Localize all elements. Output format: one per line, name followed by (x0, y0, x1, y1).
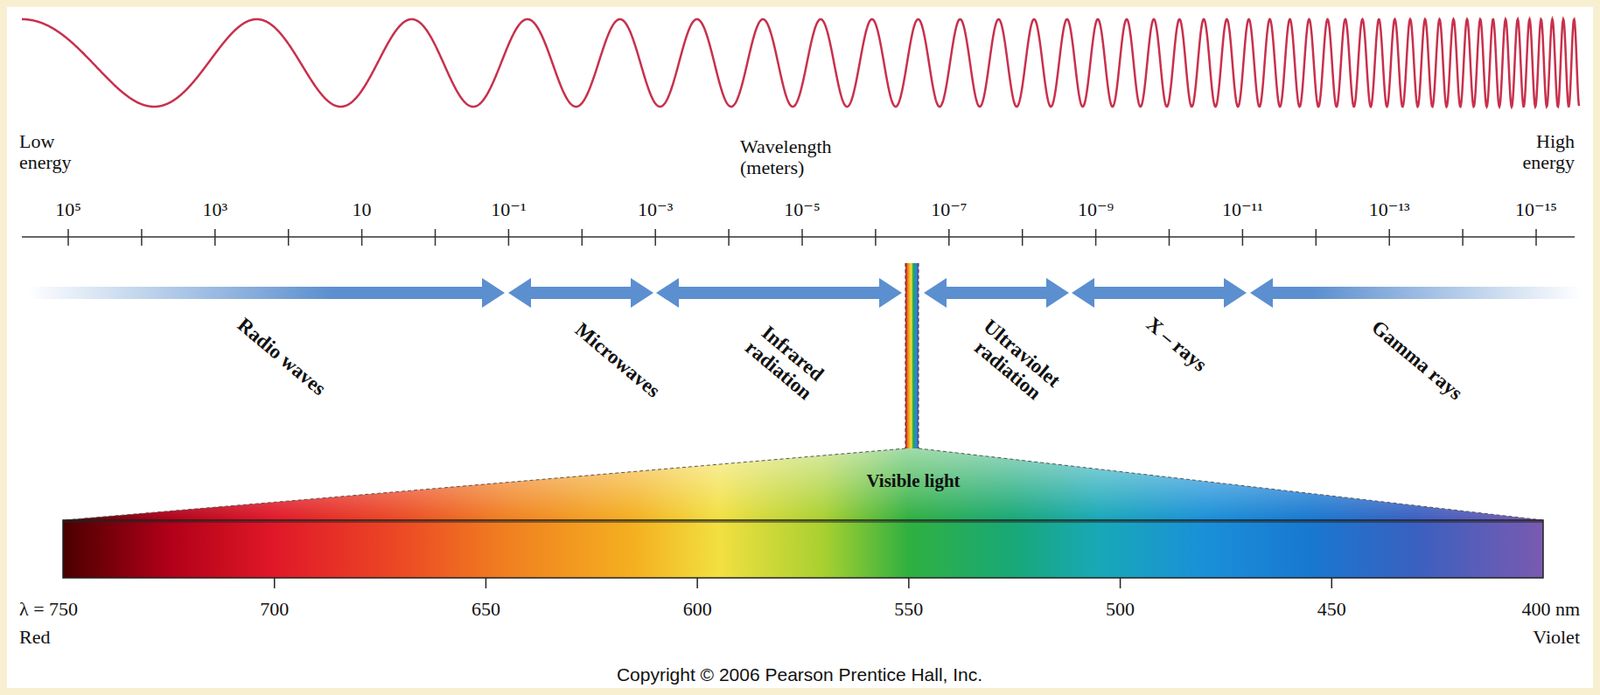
wave-curve (21, 19, 1580, 107)
axis-tick (1315, 229, 1318, 246)
fan-edge (918, 448, 1544, 521)
axis-tick (67, 229, 70, 246)
wavelength-tick-label: 10³ (202, 199, 228, 221)
copyright-note: Copyright © 2006 Pearson Prentice Hall, … (616, 664, 983, 685)
energy-label: Low energy (19, 131, 98, 174)
axis-tick (1168, 229, 1171, 246)
bar-line (62, 522, 1544, 524)
strip-edge (918, 263, 920, 449)
wavelength-tick-label: 10⁻¹¹ (1222, 199, 1264, 221)
axis-tick (140, 229, 143, 246)
wavelength-tick-label: 10⁻⁹ (1077, 199, 1114, 221)
axis-tick (434, 229, 437, 246)
strip-edge (905, 263, 907, 449)
nm-tick (1119, 578, 1122, 589)
fan-edge (62, 448, 906, 521)
wavelength-tick-label: 10⁻³ (637, 199, 673, 221)
nm-tick-label: 600 (683, 599, 713, 621)
visible-fan (62, 448, 1544, 521)
nm-tick-label: 650 (471, 599, 501, 621)
axis-tick (1021, 229, 1024, 246)
axis-line (21, 236, 1575, 238)
axis-tick (214, 229, 217, 246)
region-arrows (26, 278, 1582, 308)
color-label: Red (19, 627, 50, 649)
color-label: Violet (1532, 627, 1580, 649)
nm-tick-label: λ = 750 (19, 599, 78, 621)
axis-tick (1242, 229, 1244, 246)
nm-tick (696, 578, 699, 589)
wavelength-tick-label: 10⁻⁵ (783, 199, 820, 221)
axis-tick (874, 229, 877, 246)
wavelength-tick-label: 10⁻¹³ (1369, 199, 1411, 221)
axis-ticks (68, 229, 1537, 246)
wavelength-tick-label: 10⁻¹⁵ (1515, 199, 1558, 221)
region-arrow (26, 278, 505, 308)
axis-tick (508, 229, 511, 246)
wavelength-tick-label: 10⁻¹ (490, 199, 526, 221)
nm-ticks (274, 578, 1333, 589)
region-arrow (1250, 278, 1582, 308)
axis-tick (801, 229, 804, 246)
visible-strip (905, 263, 919, 449)
nm-tick-label: 550 (894, 599, 923, 621)
wavelength-tick-label: 10⁵ (55, 199, 82, 221)
axis-tick (1388, 229, 1391, 246)
wavelength-tick-label: 10 (352, 199, 372, 221)
axis-tick (1535, 229, 1538, 246)
axis-tick (948, 229, 951, 246)
nm-tick-label: 700 (259, 599, 289, 621)
axis-tick (1095, 229, 1097, 246)
nm-tick (1331, 578, 1334, 589)
axis-tick (654, 229, 657, 246)
visible-fan-shade (62, 448, 1544, 521)
wavelength-tick-label: 10⁻⁷ (930, 199, 967, 221)
nm-tick (273, 578, 276, 589)
nm-tick (908, 578, 910, 589)
axis-tick (1461, 229, 1464, 246)
axis-title: Wavelength (meters) (740, 136, 863, 179)
nm-tick (485, 578, 488, 589)
region-arrow (923, 278, 1069, 308)
axis-tick (361, 229, 364, 246)
axis-tick (581, 229, 584, 246)
region-arrow (656, 278, 902, 308)
nm-tick-label: 400 nm (1521, 599, 1580, 621)
region-arrow (508, 278, 654, 308)
nm-tick-label: 500 (1105, 599, 1135, 621)
spectrum-bar (62, 520, 1544, 579)
axis-tick (287, 229, 290, 246)
region-arrow (1071, 278, 1247, 308)
region-label: Visible light (862, 471, 964, 492)
energy-label: High energy (1495, 131, 1575, 174)
nm-tick-label: 450 (1317, 599, 1347, 621)
axis-tick (727, 229, 730, 246)
